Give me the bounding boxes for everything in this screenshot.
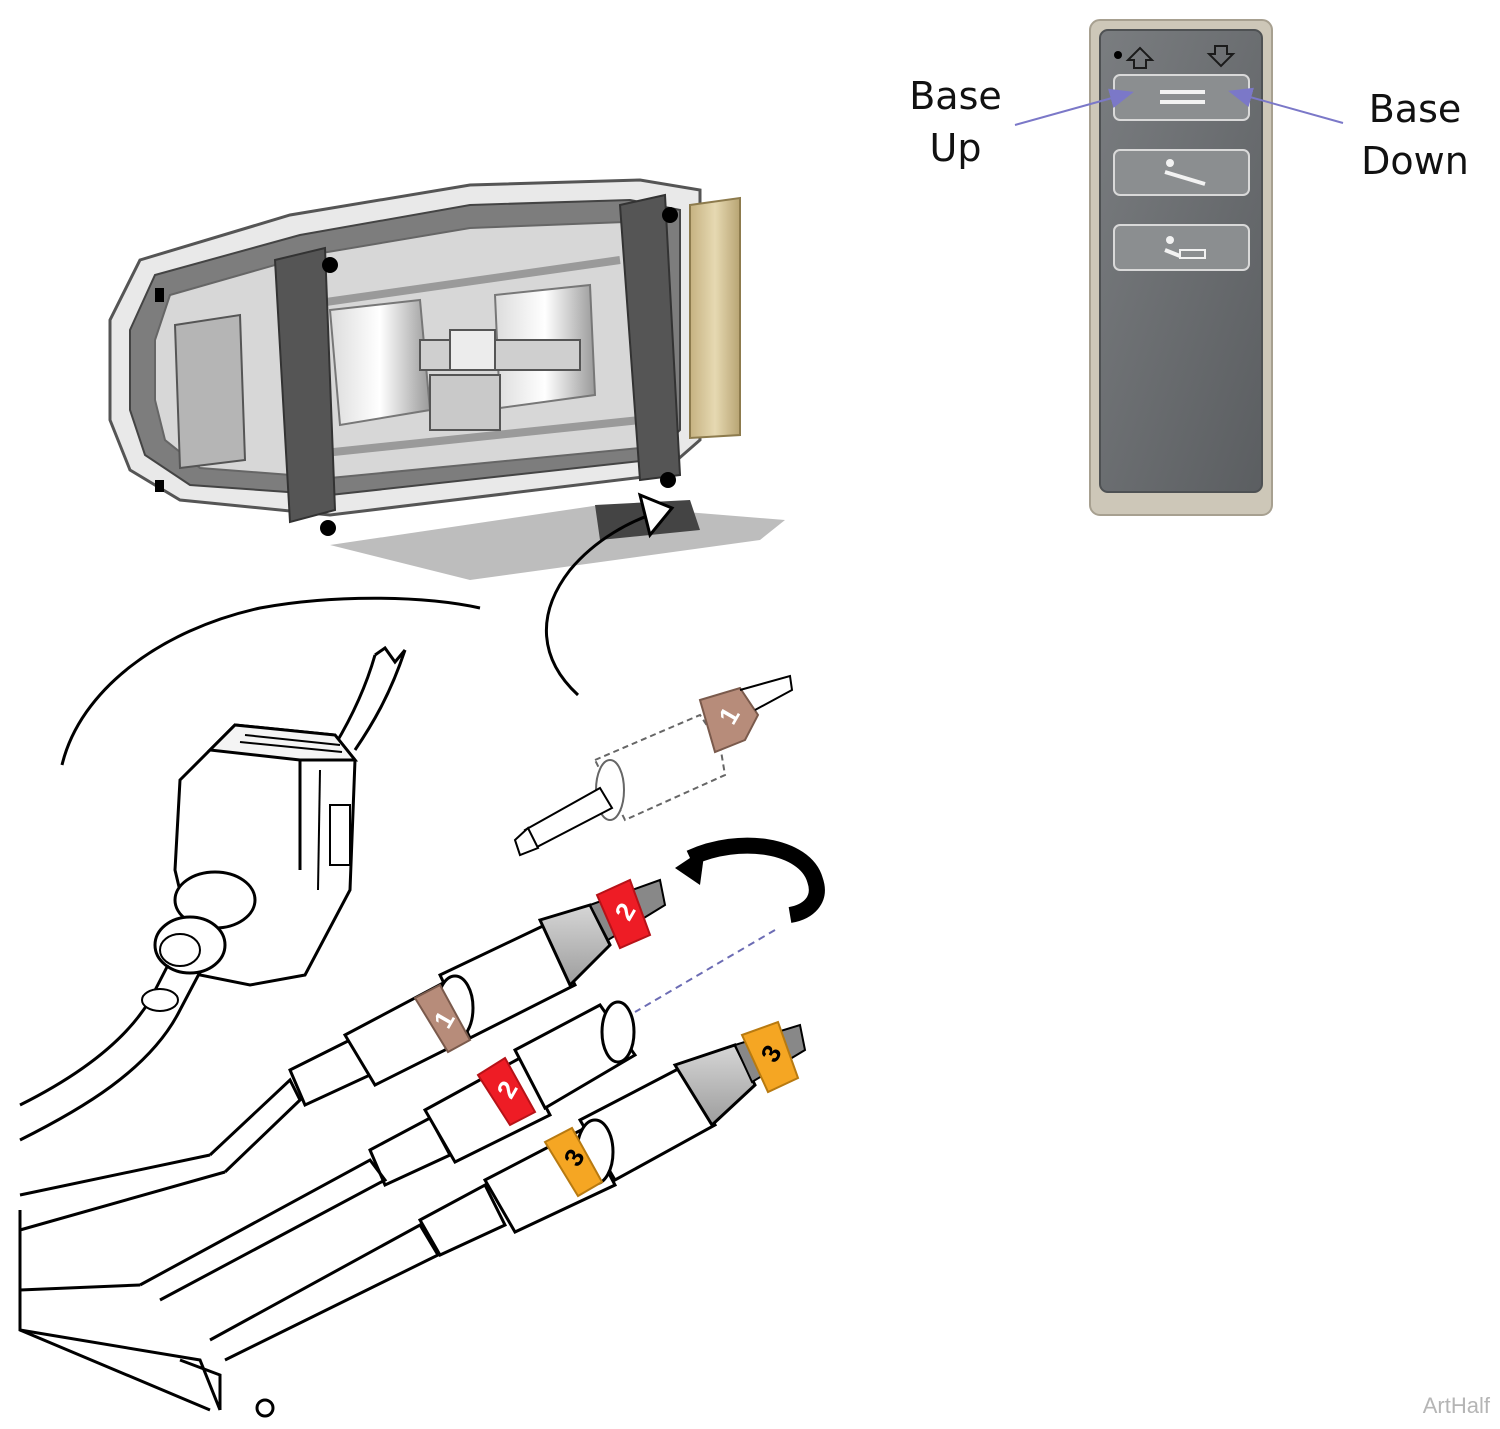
- base-down-label-line-2: Down: [1361, 139, 1469, 183]
- trendelenburg-icon: [1164, 159, 1206, 186]
- base-up-label-line-1: Base: [909, 74, 1002, 118]
- band-3-nose: 3: [740, 1020, 800, 1094]
- base-up-down-button[interactable]: [1113, 74, 1250, 121]
- base-lines-icon: [1160, 90, 1205, 104]
- connector-callout: 1 1 2 2 3 3: [18, 596, 825, 1418]
- band-2-nose: 2: [595, 878, 652, 950]
- arrow-up-icon: [1125, 46, 1155, 69]
- callout-arrow: [544, 492, 675, 697]
- base-down-label: Base Down: [1350, 83, 1480, 187]
- band-2-mid: 2: [476, 1056, 537, 1127]
- reverse-tilt-button[interactable]: [1113, 224, 1250, 271]
- plug-upper: [19, 878, 667, 1232]
- base-up-label-line-2: Up: [929, 126, 982, 170]
- base-assembly: [108, 178, 785, 580]
- base-down-pointer: [1228, 87, 1344, 124]
- base-up-pointer: [1014, 88, 1134, 126]
- tilt-button[interactable]: [1113, 149, 1250, 196]
- base-up-label: Base Up: [893, 70, 1018, 174]
- hand-pendant: [1014, 19, 1344, 516]
- block-connector: [153, 723, 359, 987]
- rotate-arrow-icon: [634, 837, 825, 1013]
- arrow-down-icon: [1206, 45, 1236, 68]
- reverse-tilt-icon: [1164, 236, 1206, 259]
- watermark: ArtHalf: [1422, 1393, 1490, 1418]
- band-3-mid: 3: [543, 1126, 604, 1198]
- plug-1-removed: [513, 674, 794, 857]
- base-down-label-line-1: Base: [1368, 87, 1462, 131]
- band-1-mid: 1: [413, 983, 472, 1054]
